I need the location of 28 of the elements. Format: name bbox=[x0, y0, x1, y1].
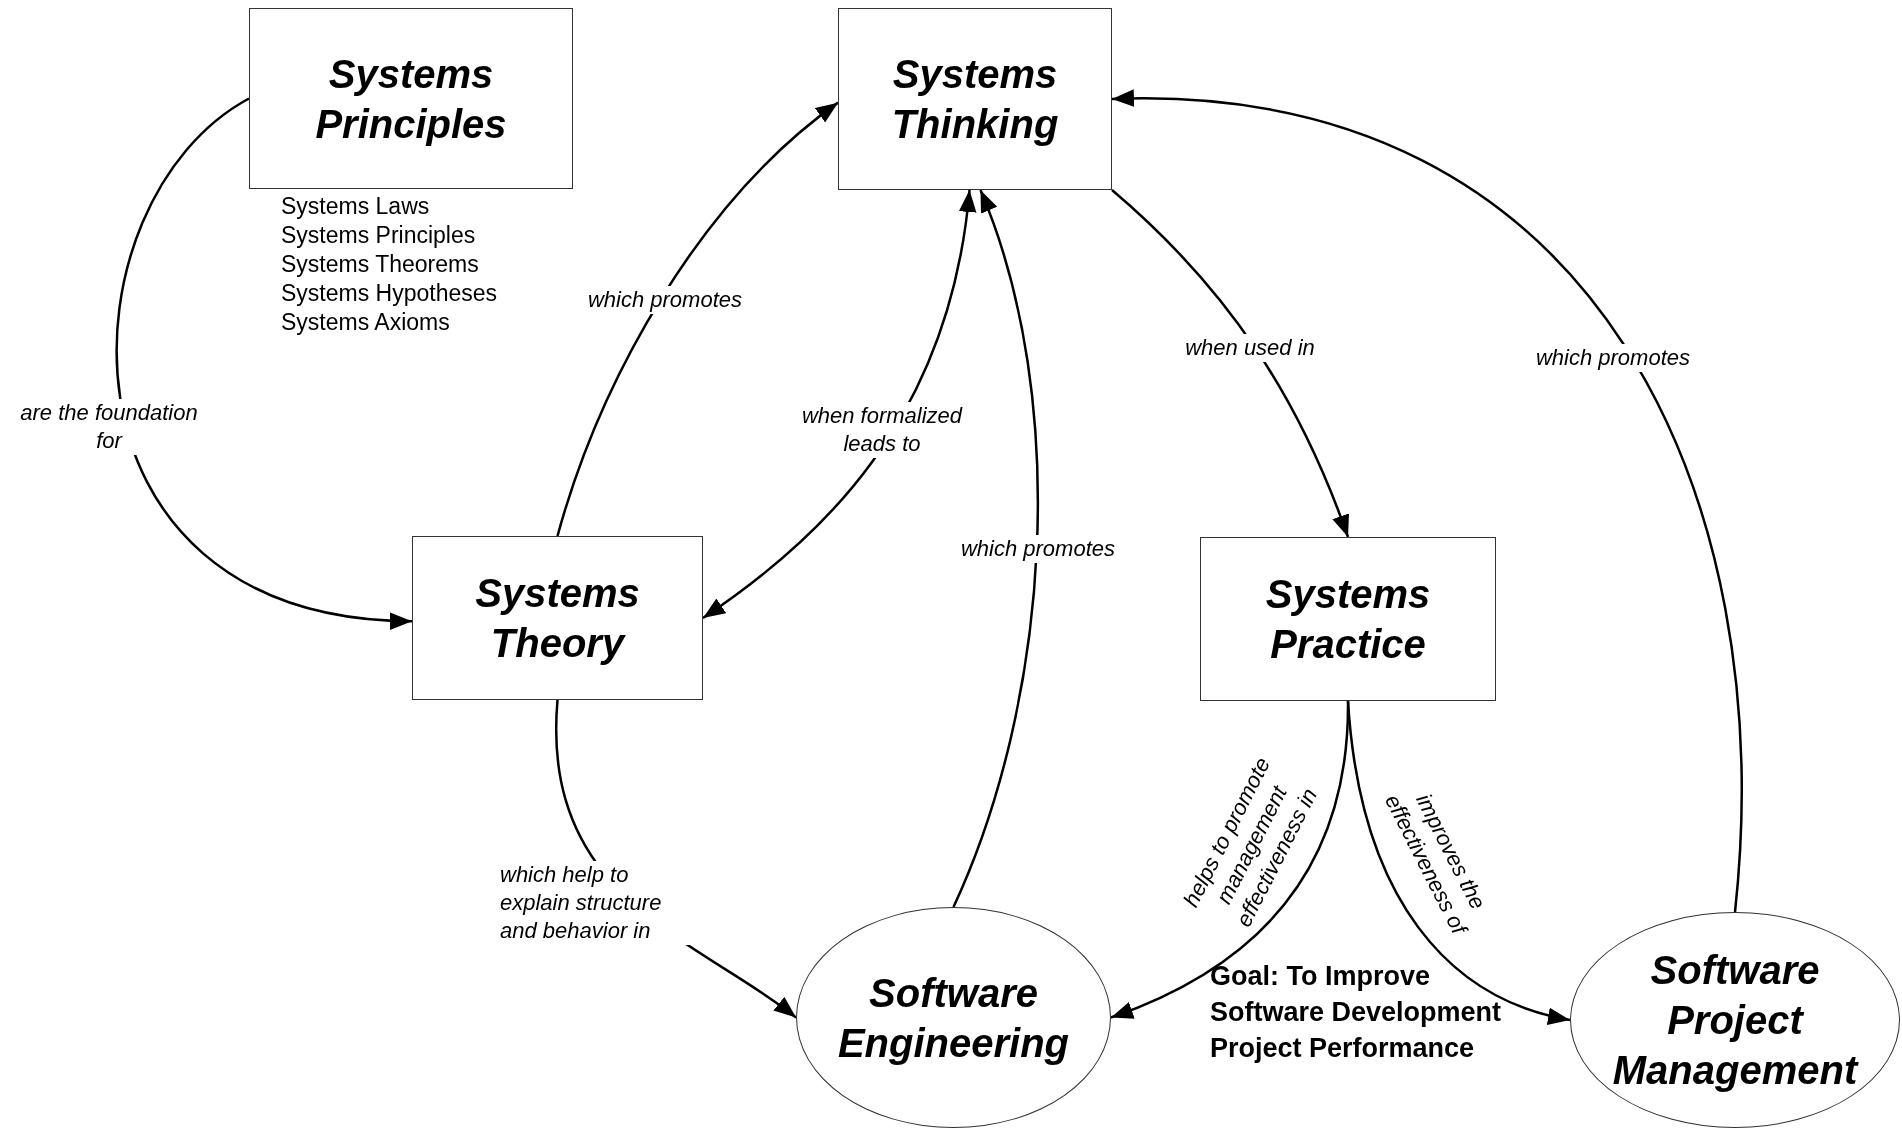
list-item: Systems Principles bbox=[281, 221, 477, 250]
node-title: Software Engineering bbox=[836, 969, 1071, 1067]
edge-label: which promotes bbox=[1535, 344, 1691, 372]
node-title: Systems Practice bbox=[1264, 571, 1432, 668]
node-title: Software Project Management bbox=[1611, 947, 1860, 1094]
goal-note: Goal: To Improve Software Development Project Performance bbox=[1210, 960, 1503, 1065]
arrow bbox=[1111, 91, 1743, 913]
node-title: Systems Principles bbox=[314, 50, 508, 148]
arrow bbox=[556, 101, 839, 537]
edge-label: when used in bbox=[1185, 334, 1315, 362]
list-item: Systems Hypotheses bbox=[281, 279, 498, 308]
concept-box bbox=[249, 8, 573, 189]
arrow bbox=[115, 97, 413, 628]
edge-label: are the foundation for bbox=[19, 399, 199, 455]
concept-box bbox=[1200, 537, 1496, 701]
list-item: Systems Axioms bbox=[281, 308, 451, 337]
node-title: Systems Theory bbox=[474, 570, 641, 667]
arrow bbox=[1346, 700, 1571, 1024]
arrow bbox=[1111, 189, 1350, 538]
concept-box bbox=[412, 536, 703, 700]
list-item: Systems Laws bbox=[281, 192, 431, 221]
edge-label: which promotes bbox=[587, 286, 743, 314]
edge-label: which promotes bbox=[960, 535, 1116, 563]
arrow bbox=[952, 189, 1039, 908]
node-title: Systems Thinking bbox=[890, 51, 1060, 148]
edge-label: which help to explain structure and behavior in bbox=[500, 861, 690, 945]
concept-box bbox=[838, 8, 1112, 190]
list-item: Systems Theorems bbox=[281, 250, 480, 279]
